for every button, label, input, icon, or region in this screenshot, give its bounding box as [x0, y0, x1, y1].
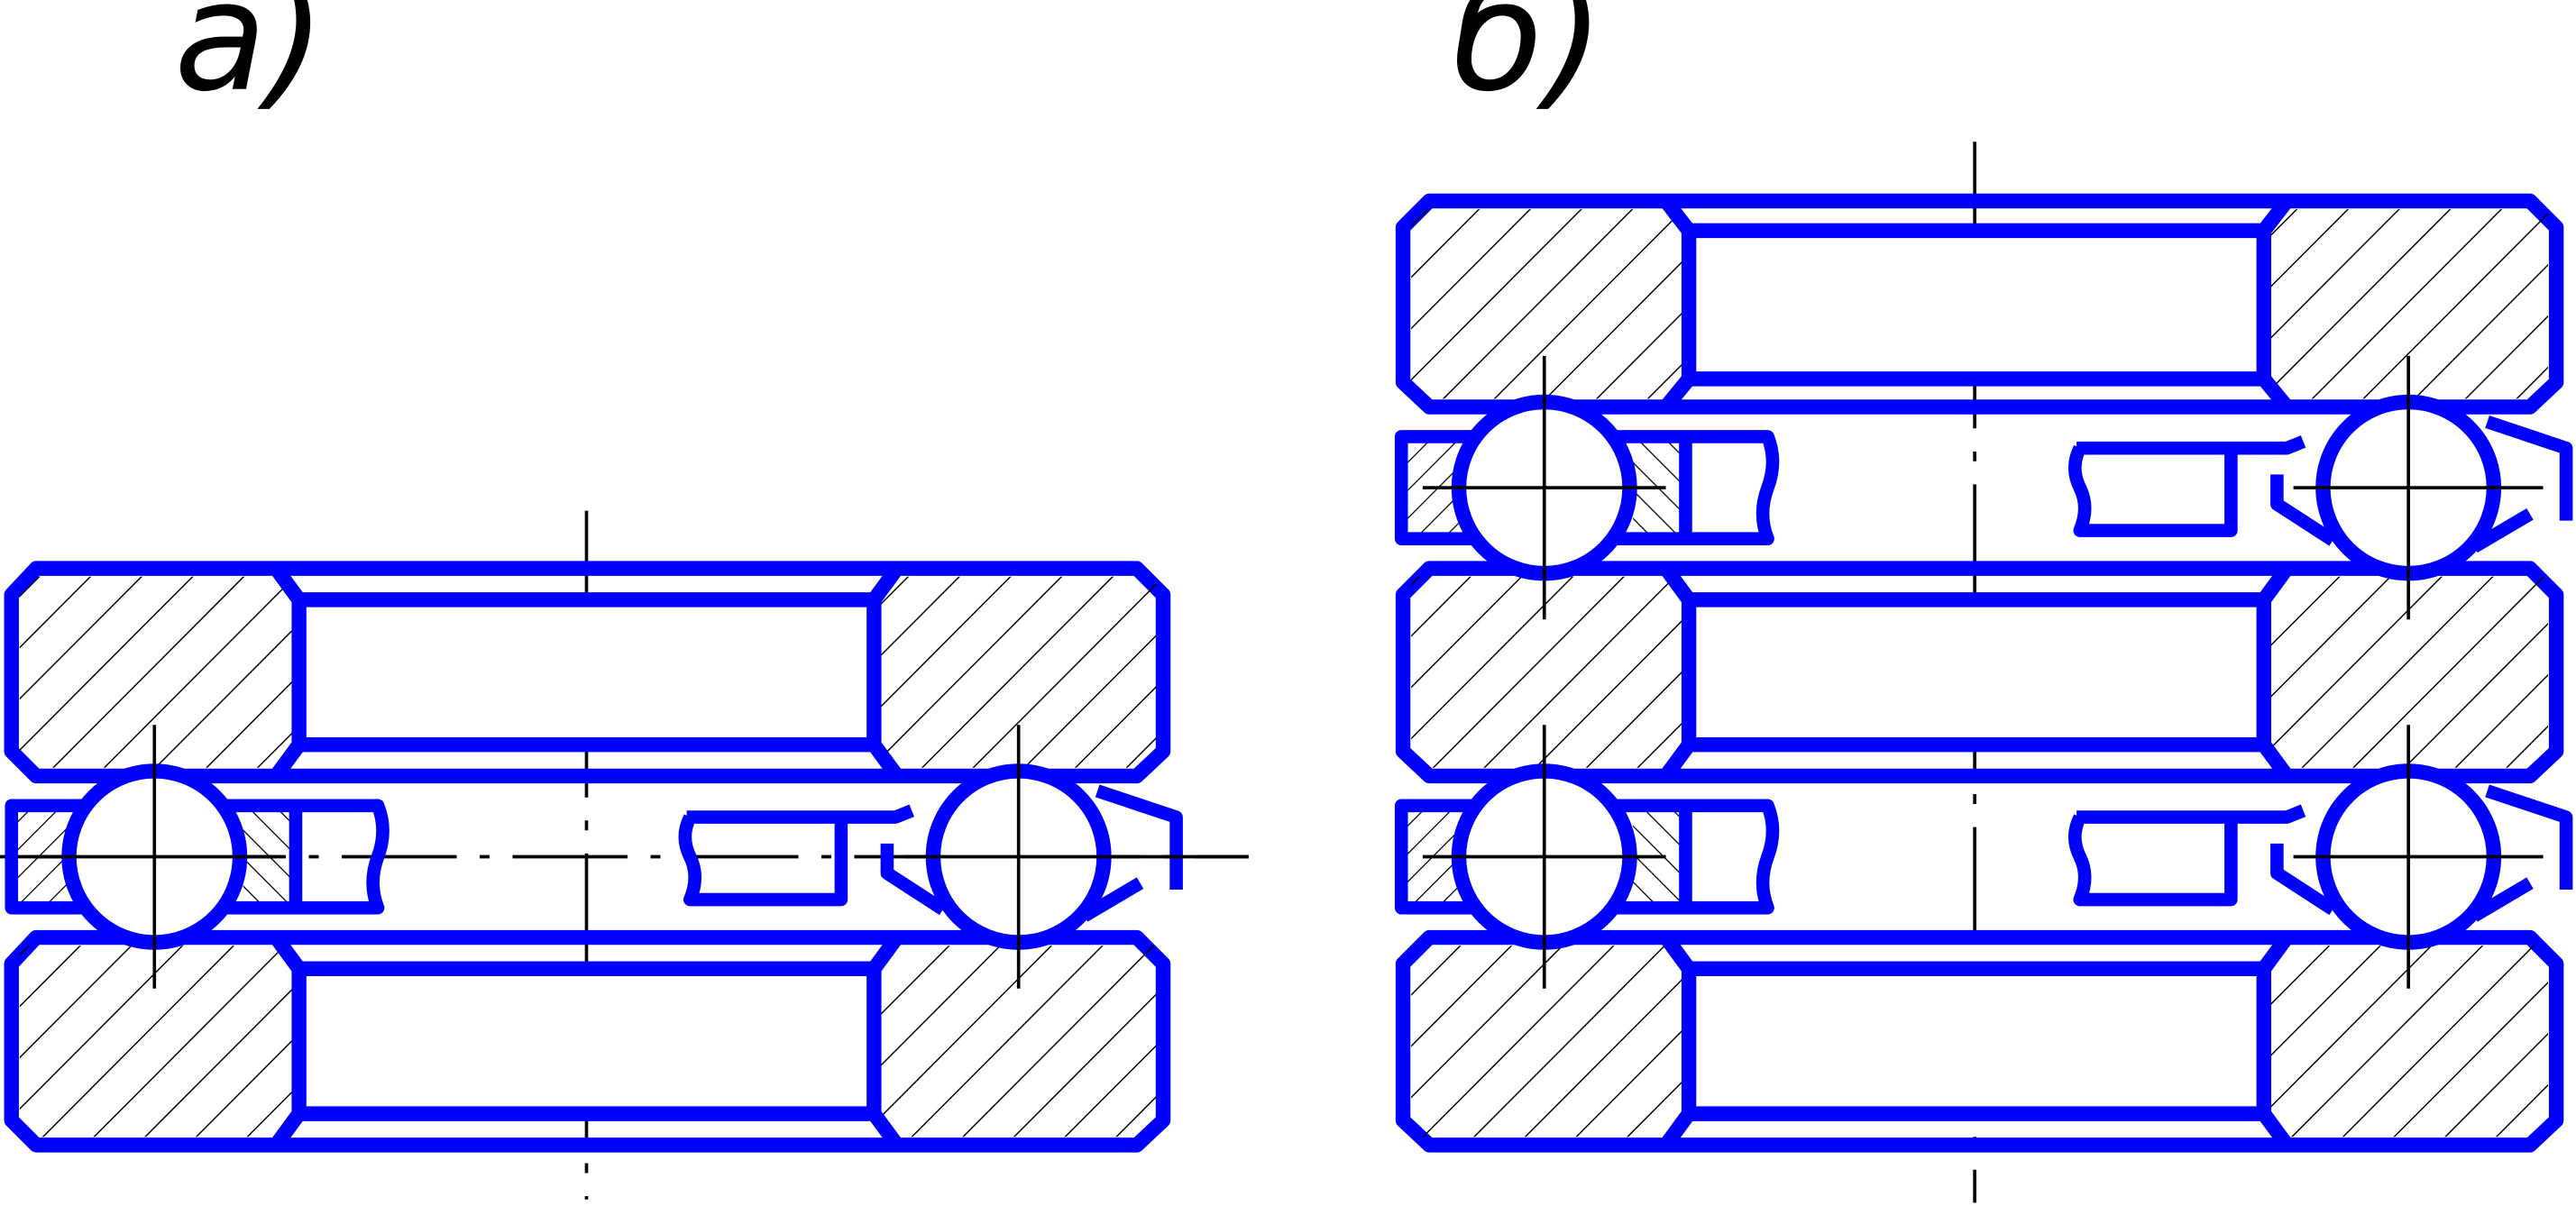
label-view-a: а): [174, 0, 325, 125]
view-b: [1394, 142, 2573, 1203]
washer-bottom-b: [1395, 929, 2564, 1153]
cage-lower-right-b: [2067, 784, 2573, 922]
view-a: [0, 510, 1249, 1200]
ball-lower-left-b: [1422, 725, 1666, 989]
washer-middle-b: [1395, 561, 2564, 784]
ball-upper-left-b: [1422, 355, 1666, 620]
ball-right-a: [903, 725, 1249, 989]
ball-left-a: [32, 725, 277, 989]
washer-top-a: [4, 561, 1171, 784]
ball-lower-right-b: [2293, 725, 2544, 989]
washer-bottom-a: [4, 929, 1171, 1153]
ball-upper-right-b: [2293, 355, 2544, 620]
washer-top-b: [1395, 193, 2564, 415]
label-view-b: б): [1453, 0, 1605, 125]
